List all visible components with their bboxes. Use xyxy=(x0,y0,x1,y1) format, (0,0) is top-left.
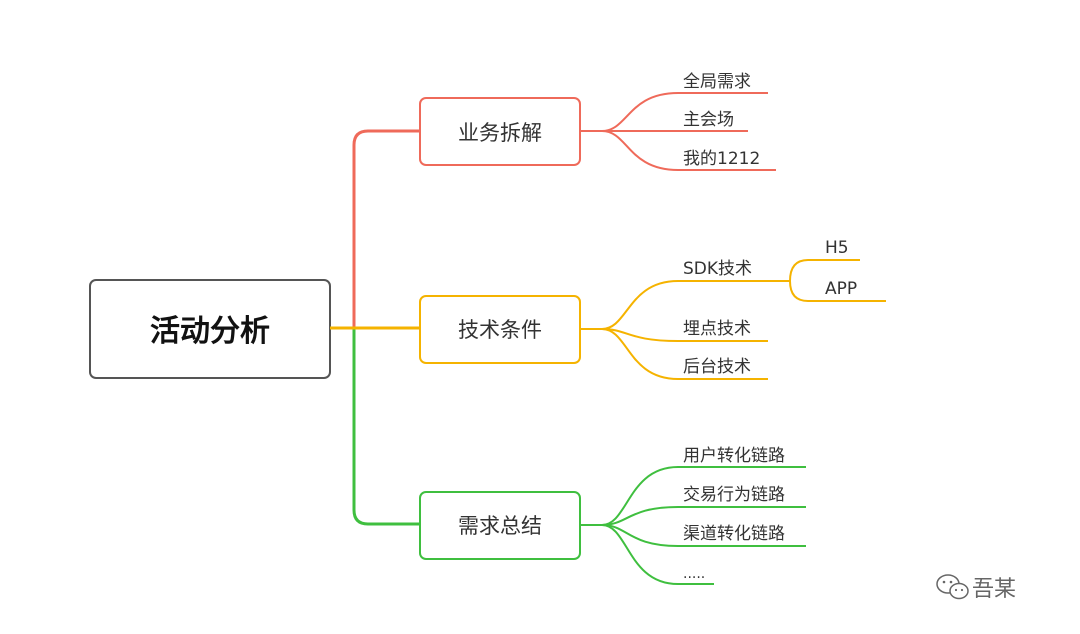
leaf-label-1-1: 全局需求 xyxy=(683,72,751,92)
root-node-label: 活动分析 xyxy=(150,314,270,349)
leaf-label-2-3: 后台技术 xyxy=(683,357,751,377)
connector-root-red xyxy=(352,129,420,328)
leaf-label-2-1: SDK技术 xyxy=(683,259,752,279)
connector-leaf-2-1 xyxy=(601,280,790,330)
leaf-label-1-3: 我的1212 xyxy=(683,149,760,169)
watermark-text: 吾某 xyxy=(972,577,1016,602)
branch-label-3: 需求总结 xyxy=(458,514,542,538)
connector-leaf-3-4 xyxy=(601,524,714,585)
leaf-label-3-4: ..... xyxy=(683,566,705,582)
connector-leaf-2-3 xyxy=(601,328,768,380)
connector-leaf-3-1 xyxy=(601,466,806,526)
subleaf-label-h5: H5 xyxy=(825,238,849,258)
connector-leaf-1-3 xyxy=(601,130,776,171)
wechat-icon xyxy=(936,574,969,600)
leaf-label-1-2: 主会场 xyxy=(683,110,734,130)
connector-leaf-3-2 xyxy=(601,506,806,526)
branch-label-1: 业务拆解 xyxy=(458,121,542,145)
connector-leaf-1-1 xyxy=(601,92,768,132)
leaf-label-3-2: 交易行为链路 xyxy=(683,485,785,505)
leaf-label-2-2: 埋点技术 xyxy=(683,319,751,339)
connector-leaf-2-2 xyxy=(601,328,768,342)
connector-subleaf-2 xyxy=(789,280,886,302)
connector-leaf-3-3 xyxy=(601,524,806,547)
subleaf-label-app: APP xyxy=(825,279,857,299)
connector-root-green xyxy=(330,326,420,526)
connector-subleaf-1 xyxy=(789,259,860,282)
branch-label-2: 技术条件 xyxy=(458,318,542,342)
leaf-label-3-1: 用户转化链路 xyxy=(683,446,785,466)
leaf-label-3-3: 渠道转化链路 xyxy=(683,524,785,544)
